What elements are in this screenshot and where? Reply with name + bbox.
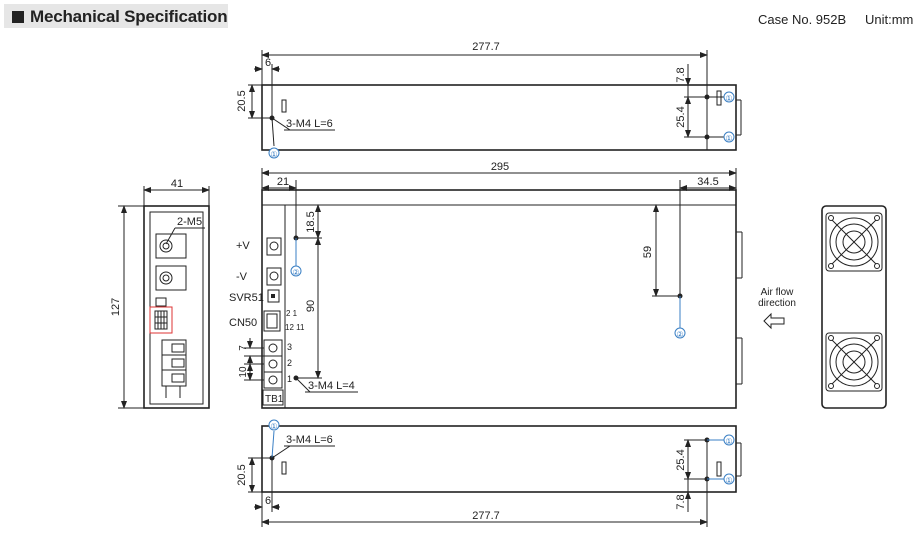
- fan-view-outline: [821, 205, 887, 409]
- front-marker-2b-icon: [674, 327, 686, 339]
- top-dim-height-left: 20.5: [236, 90, 248, 111]
- label-svr: SVR51: [229, 292, 264, 304]
- svg-text:①: ①: [725, 437, 732, 446]
- tb-pin-1: 1: [287, 374, 292, 384]
- top-right-marker-1b-icon: [723, 131, 735, 143]
- unit-label: Unit:mm: [865, 12, 914, 27]
- cn-pin-21: 2 1: [286, 309, 298, 318]
- svg-text:②: ②: [292, 268, 299, 277]
- side-dim-height: 127: [110, 298, 122, 316]
- tb1-block: [263, 339, 283, 389]
- side-terminal-block: [161, 339, 187, 387]
- top-dim-top-right: 7.8: [675, 67, 687, 82]
- side-view-outline: [143, 205, 210, 409]
- svg-text:②: ②: [676, 330, 683, 339]
- terminal-plus-v: [266, 237, 282, 256]
- side-view: 41 127 2-M5: [110, 178, 210, 409]
- front-dim-345: 34.5: [697, 176, 718, 188]
- side-cn-highlight: [149, 306, 173, 334]
- svg-text:①: ①: [725, 134, 732, 143]
- bottom-slot: [281, 461, 287, 475]
- side-stud-a: [155, 233, 187, 259]
- bottom-right-marker-1-icon: [723, 434, 735, 446]
- top-marker-1-icon: [268, 147, 280, 159]
- top-screw-label: 3-M4 L=6: [286, 118, 333, 130]
- bottom-marker-1-icon: [268, 419, 280, 431]
- bottom-dim-offset: 6: [265, 495, 271, 507]
- tb-pin-3: 3: [287, 342, 292, 352]
- svg-text:①: ①: [270, 422, 277, 431]
- top-right-marker-1-icon: [723, 91, 735, 103]
- front-view: 295 21 34.5 18.5 90 59 ② ② 3-M4 L=4: [229, 161, 743, 409]
- title-square-icon: [12, 11, 24, 23]
- front-screw-label: 3-M4 L=4: [308, 380, 355, 392]
- label-cn: CN50: [229, 317, 257, 329]
- svr-pot: [267, 289, 280, 303]
- svg-text:①: ①: [725, 94, 732, 103]
- side-stud-b: [155, 265, 187, 291]
- bottom-screw-label: 3-M4 L=6: [286, 434, 333, 446]
- airflow-line-2: direction: [758, 298, 796, 309]
- bottom-right-marker-1b-icon: [723, 473, 735, 485]
- airflow-line-1: Air flow: [761, 287, 795, 298]
- bottom-right-slot: [716, 461, 722, 477]
- front-dim-length: 295: [491, 161, 509, 173]
- top-right-slot: [716, 90, 722, 106]
- cn50-connector: [263, 310, 281, 332]
- label-minus-v: -V: [236, 271, 248, 283]
- front-dim-21: 21: [277, 176, 289, 188]
- title-box: Mechanical Specification: [4, 4, 228, 28]
- top-view-outline: [261, 84, 737, 151]
- cn-pin-1211: 12 11: [285, 323, 305, 332]
- bottom-view-outline: [261, 425, 737, 493]
- front-marker-2a-icon: [290, 265, 302, 277]
- airflow-arrow-icon: [763, 312, 785, 330]
- tb-pin-2: 2: [287, 358, 292, 368]
- fan-icon-bottom: [825, 332, 883, 392]
- bottom-dim-length: 277.7: [472, 510, 500, 522]
- front-dim-59: 59: [642, 246, 654, 258]
- bottom-dim-right: 25.4: [675, 449, 687, 470]
- label-tb: TB1: [265, 394, 284, 405]
- svg-text:①: ①: [270, 150, 277, 159]
- bottom-view: ① 3-M4 L=6 20.5 6 277.7 ① ① 25.4 7.8: [236, 419, 742, 527]
- fan-icon-top: [825, 212, 883, 272]
- top-dim-right: 25.4: [675, 106, 687, 127]
- front-dim-7: 7: [238, 345, 249, 351]
- front-dim-90: 90: [305, 300, 317, 312]
- side-screw-label: 2-M5: [177, 216, 202, 228]
- top-slot: [281, 99, 287, 113]
- top-dim-offset: 6: [265, 57, 271, 69]
- case-number: Case No. 952B: [758, 12, 847, 27]
- svg-text:①: ①: [725, 476, 732, 485]
- fan-view: Air flow direction: [758, 205, 887, 409]
- front-dim-10: 10: [238, 366, 249, 378]
- bottom-dim-bottom-right: 7.8: [675, 494, 687, 509]
- page-title: Mechanical Specification: [30, 7, 228, 26]
- label-plus-v: +V: [236, 240, 250, 252]
- top-view: 277.7 6 20.5 3-M4 L=6 ① ① ① 7.8: [236, 41, 742, 159]
- side-dim-width: 41: [171, 178, 183, 190]
- bottom-dim-height-left: 20.5: [236, 464, 248, 485]
- terminal-minus-v: [266, 267, 282, 286]
- front-view-outline: [261, 189, 737, 409]
- top-dim-length: 277.7: [472, 41, 500, 53]
- front-dim-185: 18.5: [305, 211, 317, 232]
